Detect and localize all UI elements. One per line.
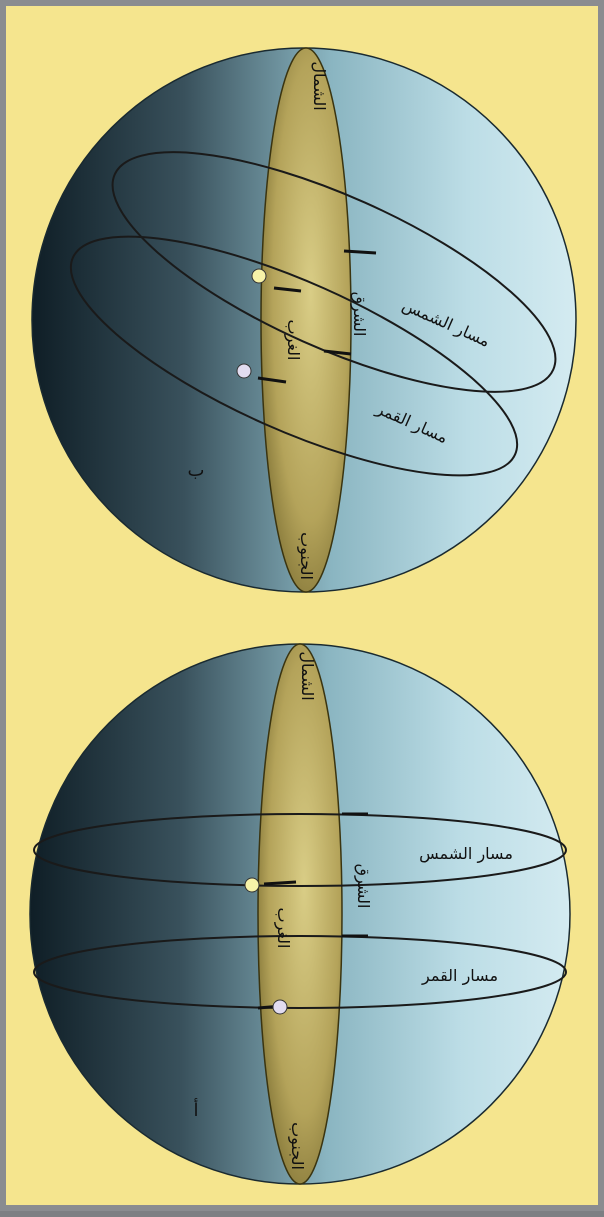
sun-path-label-bottom: مسار الشمس — [419, 844, 513, 864]
panel-bottom: الشمال الجنوب الغرب الشرق مسار الشمس مسا… — [29, 643, 571, 1185]
horizon-stick — [323, 349, 352, 356]
north-label-bottom: الشمال — [298, 651, 317, 700]
horizon-stick — [263, 880, 297, 886]
horizon-plane-bottom — [257, 643, 343, 1185]
moon-marker-bottom — [272, 999, 288, 1015]
east-label-top: الشرق — [349, 292, 369, 337]
sun-path-ellipse-bottom — [33, 813, 567, 887]
horizon-stick — [273, 286, 302, 293]
sun-marker-bottom — [244, 877, 260, 893]
panel-letter-top: ب — [188, 460, 205, 481]
sun-path-ellipse-top — [111, 151, 557, 393]
moon-path-ellipse-bottom — [33, 935, 567, 1009]
east-label-bottom: الشرق — [353, 864, 373, 909]
panel-top: الشمال الجنوب الغرب الشرق مسار الشمس مسا… — [31, 47, 577, 593]
sun-marker-top — [251, 268, 267, 284]
west-label-top: الغرب — [283, 320, 303, 361]
north-label-top: الشمال — [310, 61, 329, 110]
horizon-plane-top — [260, 47, 352, 593]
horizon-stick — [257, 376, 287, 384]
west-label-bottom: الغرب — [273, 908, 293, 949]
horizon-stick — [343, 249, 377, 255]
moon-marker-top — [236, 363, 252, 379]
celestial-sphere-diagram: الشمال الجنوب الغرب الشرق مسار الشمس مسا… — [29, 47, 577, 1185]
moon-path-label-bottom: مسار القمر — [421, 966, 498, 986]
panel-letter-bottom: أ — [193, 1098, 198, 1121]
south-label-top: الجنوب — [296, 532, 316, 580]
south-label-bottom: الجنوب — [287, 1122, 307, 1170]
moon-path-ellipse-top — [69, 235, 519, 477]
